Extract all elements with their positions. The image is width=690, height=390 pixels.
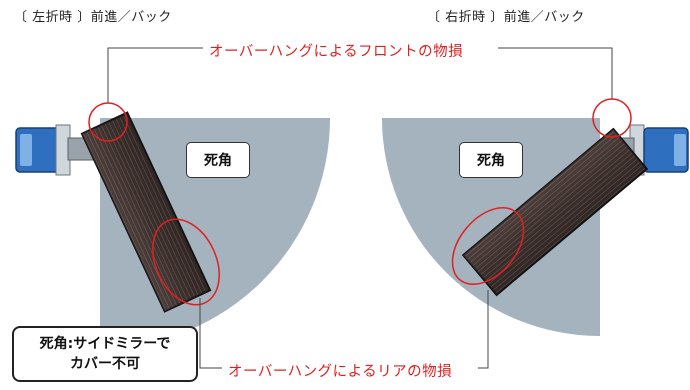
trailer-left [80, 111, 212, 313]
rear-damage-label: オーバーハングによるリアの物損 [222, 360, 459, 381]
rear-damage-ellipse-right [451, 207, 525, 285]
blind-spot-label-left: 死角 [186, 142, 250, 178]
blind-spot-label-right: 死角 [459, 142, 523, 178]
blind-zone-right [382, 118, 600, 336]
front-leader-right [498, 47, 613, 99]
rear-damage-ellipse-left [152, 218, 220, 306]
mirror-note-box: 死角:サイドミラーで カバー不可 [12, 326, 198, 382]
rear-leader-right [478, 290, 489, 369]
mirror-note-line1: 死角:サイドミラーで [39, 336, 171, 352]
caption-right-turn: 〔 右折時 〕前進／バック [427, 10, 585, 25]
front-leader-left [107, 47, 206, 103]
trailer-right [461, 127, 649, 297]
front-damage-label: オーバーハングによるフロントの物損 [203, 40, 470, 61]
caption-left-turn: 〔 左折時 〕前進／バック [14, 10, 172, 25]
rear-leader-left [199, 298, 224, 369]
mirror-note-line2: カバー不可 [70, 356, 140, 372]
